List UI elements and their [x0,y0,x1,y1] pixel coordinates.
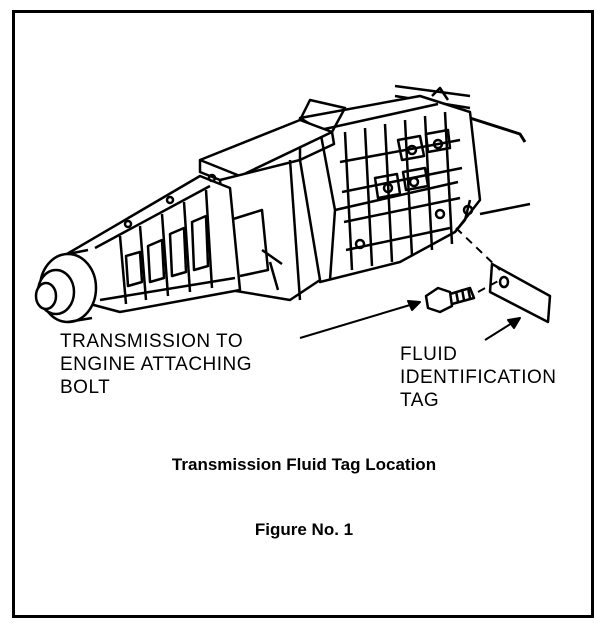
figure-number: Figure No. 1 [254,520,354,539]
tag-label-line-3: TAG [400,390,440,411]
extension-housing [58,173,242,314]
bolt-label-line-3: BOLT [60,377,111,398]
tag-label-line-1: FLUID [400,344,458,365]
transmission-case [298,86,482,284]
fluid-tag [488,262,552,324]
figure-caption: Transmission Fluid Tag Location [171,455,437,474]
leader-lines [299,300,521,341]
tag-label-line-2: IDENTIFICATION [400,367,557,388]
bolt-label: TRANSMISSION TO ENGINE ATTACHING BOLT [60,330,252,399]
bolt-label-line-1: TRANSMISSION TO [60,331,244,352]
mid-housing [218,158,322,302]
alignment-dashed-line [455,227,501,293]
bolt-label-line-2: ENGINE ATTACHING [60,354,253,375]
output-flange [34,248,98,324]
attaching-bolt [424,286,476,314]
tag-label: FLUID IDENTIFICATION TAG [400,343,557,412]
